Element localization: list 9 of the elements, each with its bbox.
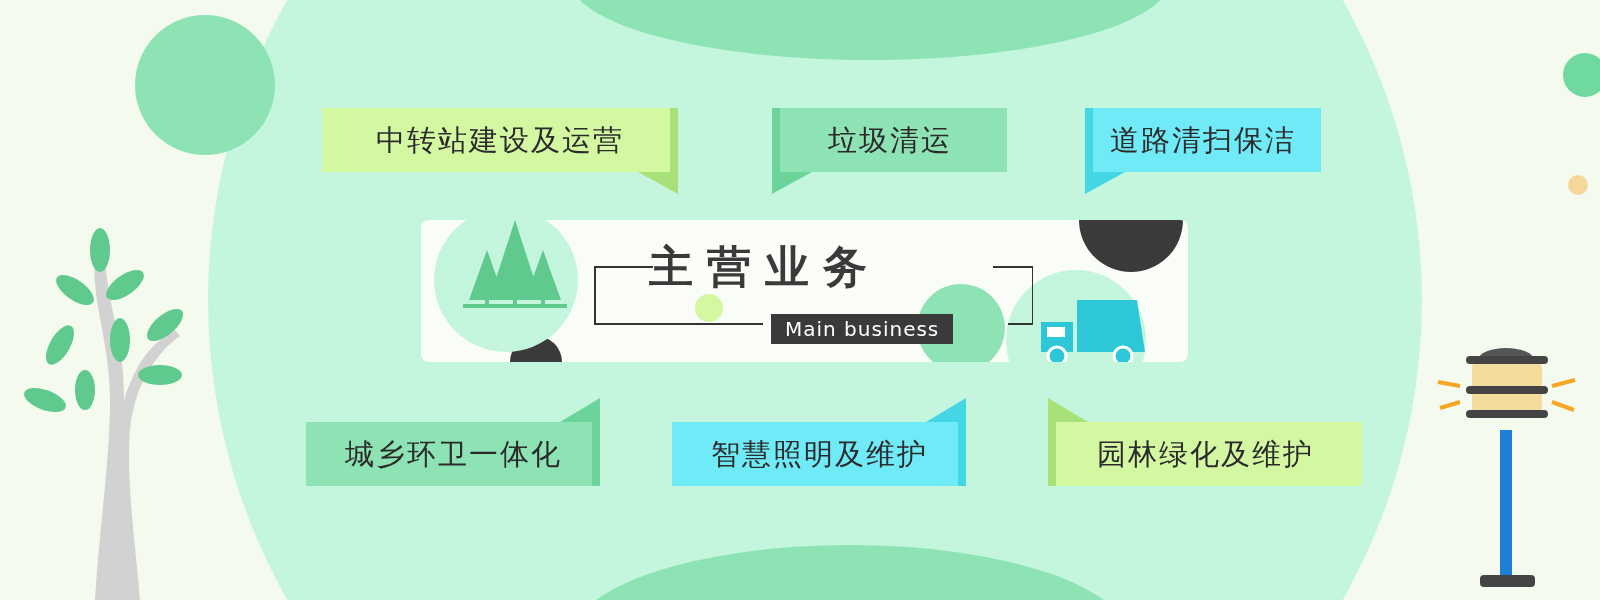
bubble-text: 垃圾清运 xyxy=(826,122,953,159)
card xyxy=(421,220,1188,362)
heading: 主营业务 xyxy=(649,240,881,294)
subheading-tag: Main business xyxy=(771,314,954,344)
bubble-text: 园林绿化及维护 xyxy=(1095,436,1315,473)
bubble-text: 城乡环卫一体化 xyxy=(343,436,563,473)
bubble-text: 中转站建设及运营 xyxy=(375,122,625,159)
bubble-text: 智慧照明及维护 xyxy=(709,436,929,473)
bubble-text: 道路清扫保洁 xyxy=(1109,122,1297,159)
